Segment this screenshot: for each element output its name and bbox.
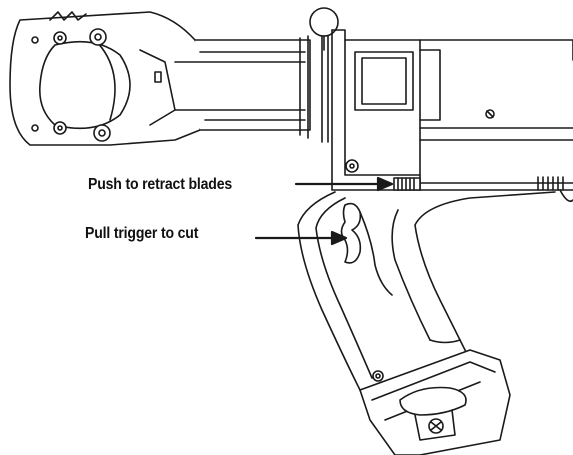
trigger (340, 202, 393, 296)
pull-ring (309, 7, 339, 51)
arrow-retract-head (376, 176, 394, 192)
retract-blades-label: Push to retract blades (88, 176, 233, 193)
arrow-pull-head (330, 230, 348, 246)
callout-arrows (254, 176, 394, 246)
battery-pack (359, 349, 511, 455)
tool-barrel (174, 33, 329, 143)
motor-housing (331, 29, 573, 203)
pull-trigger-label: Pull trigger to cut (85, 225, 199, 242)
cutting-head (9, 11, 211, 146)
retract-button (393, 177, 421, 191)
